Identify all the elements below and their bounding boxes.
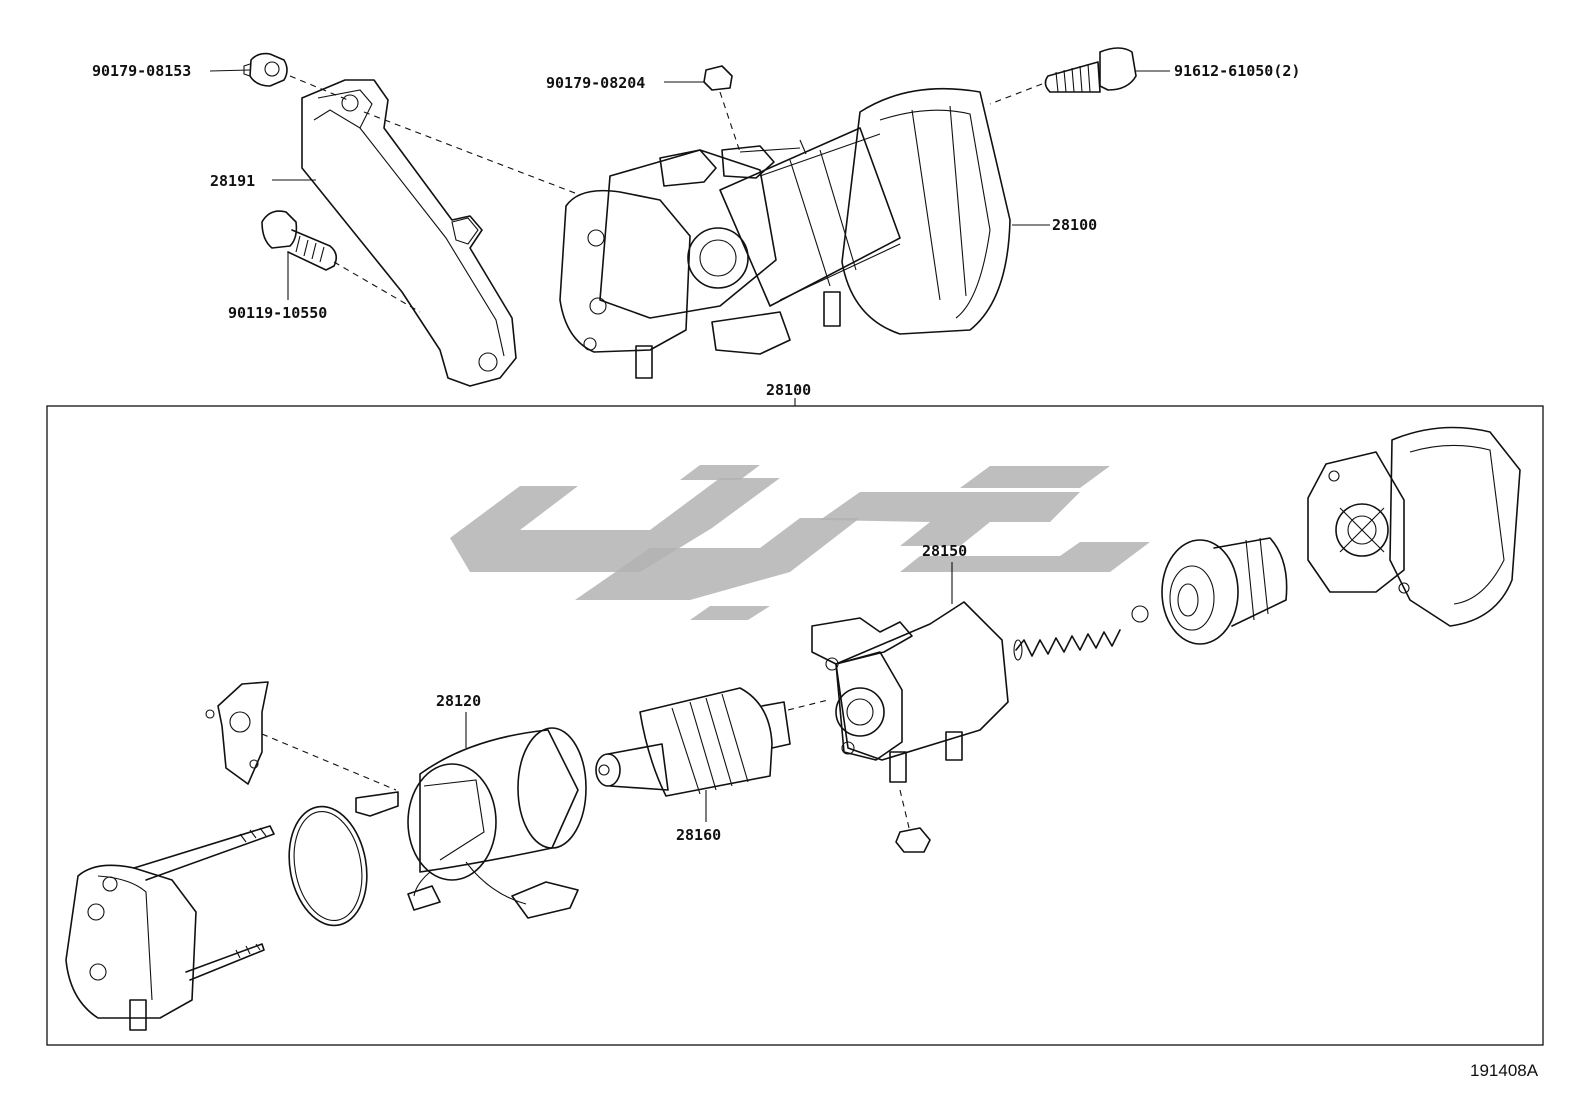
callout-terminal-nut: 90179-08204	[546, 74, 645, 92]
exploded-view-frame	[46, 405, 1544, 1046]
commutator-end-frame-part	[65, 825, 275, 1031]
callout-yoke-assy: 28120	[436, 692, 481, 710]
drive-housing-part	[1307, 426, 1521, 627]
starter-assy-top-part	[559, 87, 1011, 379]
o-ring-part	[288, 805, 368, 927]
bracket-nut-part	[243, 52, 288, 87]
return-spring-part	[1013, 629, 1121, 661]
yoke-assy-part	[355, 727, 587, 919]
terminal-nut-part	[703, 65, 733, 91]
callout-starter-assy-frame: 28100	[766, 381, 811, 399]
armature-part	[595, 687, 791, 797]
solenoid-nut-part	[895, 827, 931, 853]
bracket-28191-part	[301, 79, 517, 387]
callout-through-bolt: 91612-61050(2)	[1174, 62, 1300, 80]
bracket-bolt-part	[261, 210, 338, 271]
brush-plate-part	[205, 681, 269, 785]
callout-armature: 28160	[676, 826, 721, 844]
callout-bracket-bolt: 90119-10550	[228, 304, 327, 322]
callout-bracket-nut: 90179-08153	[92, 62, 191, 80]
solenoid-switch-part	[811, 601, 1009, 783]
diagram-reference-code: 191408A	[1470, 1061, 1539, 1080]
clutch-gear-part	[1131, 537, 1288, 645]
through-bolt-part	[1044, 47, 1137, 93]
brand-watermark-logo	[450, 465, 1150, 620]
callout-solenoid-switch: 28150	[922, 542, 967, 560]
callout-bracket: 28191	[210, 172, 255, 190]
callout-starter-assy-top: 28100	[1052, 216, 1097, 234]
